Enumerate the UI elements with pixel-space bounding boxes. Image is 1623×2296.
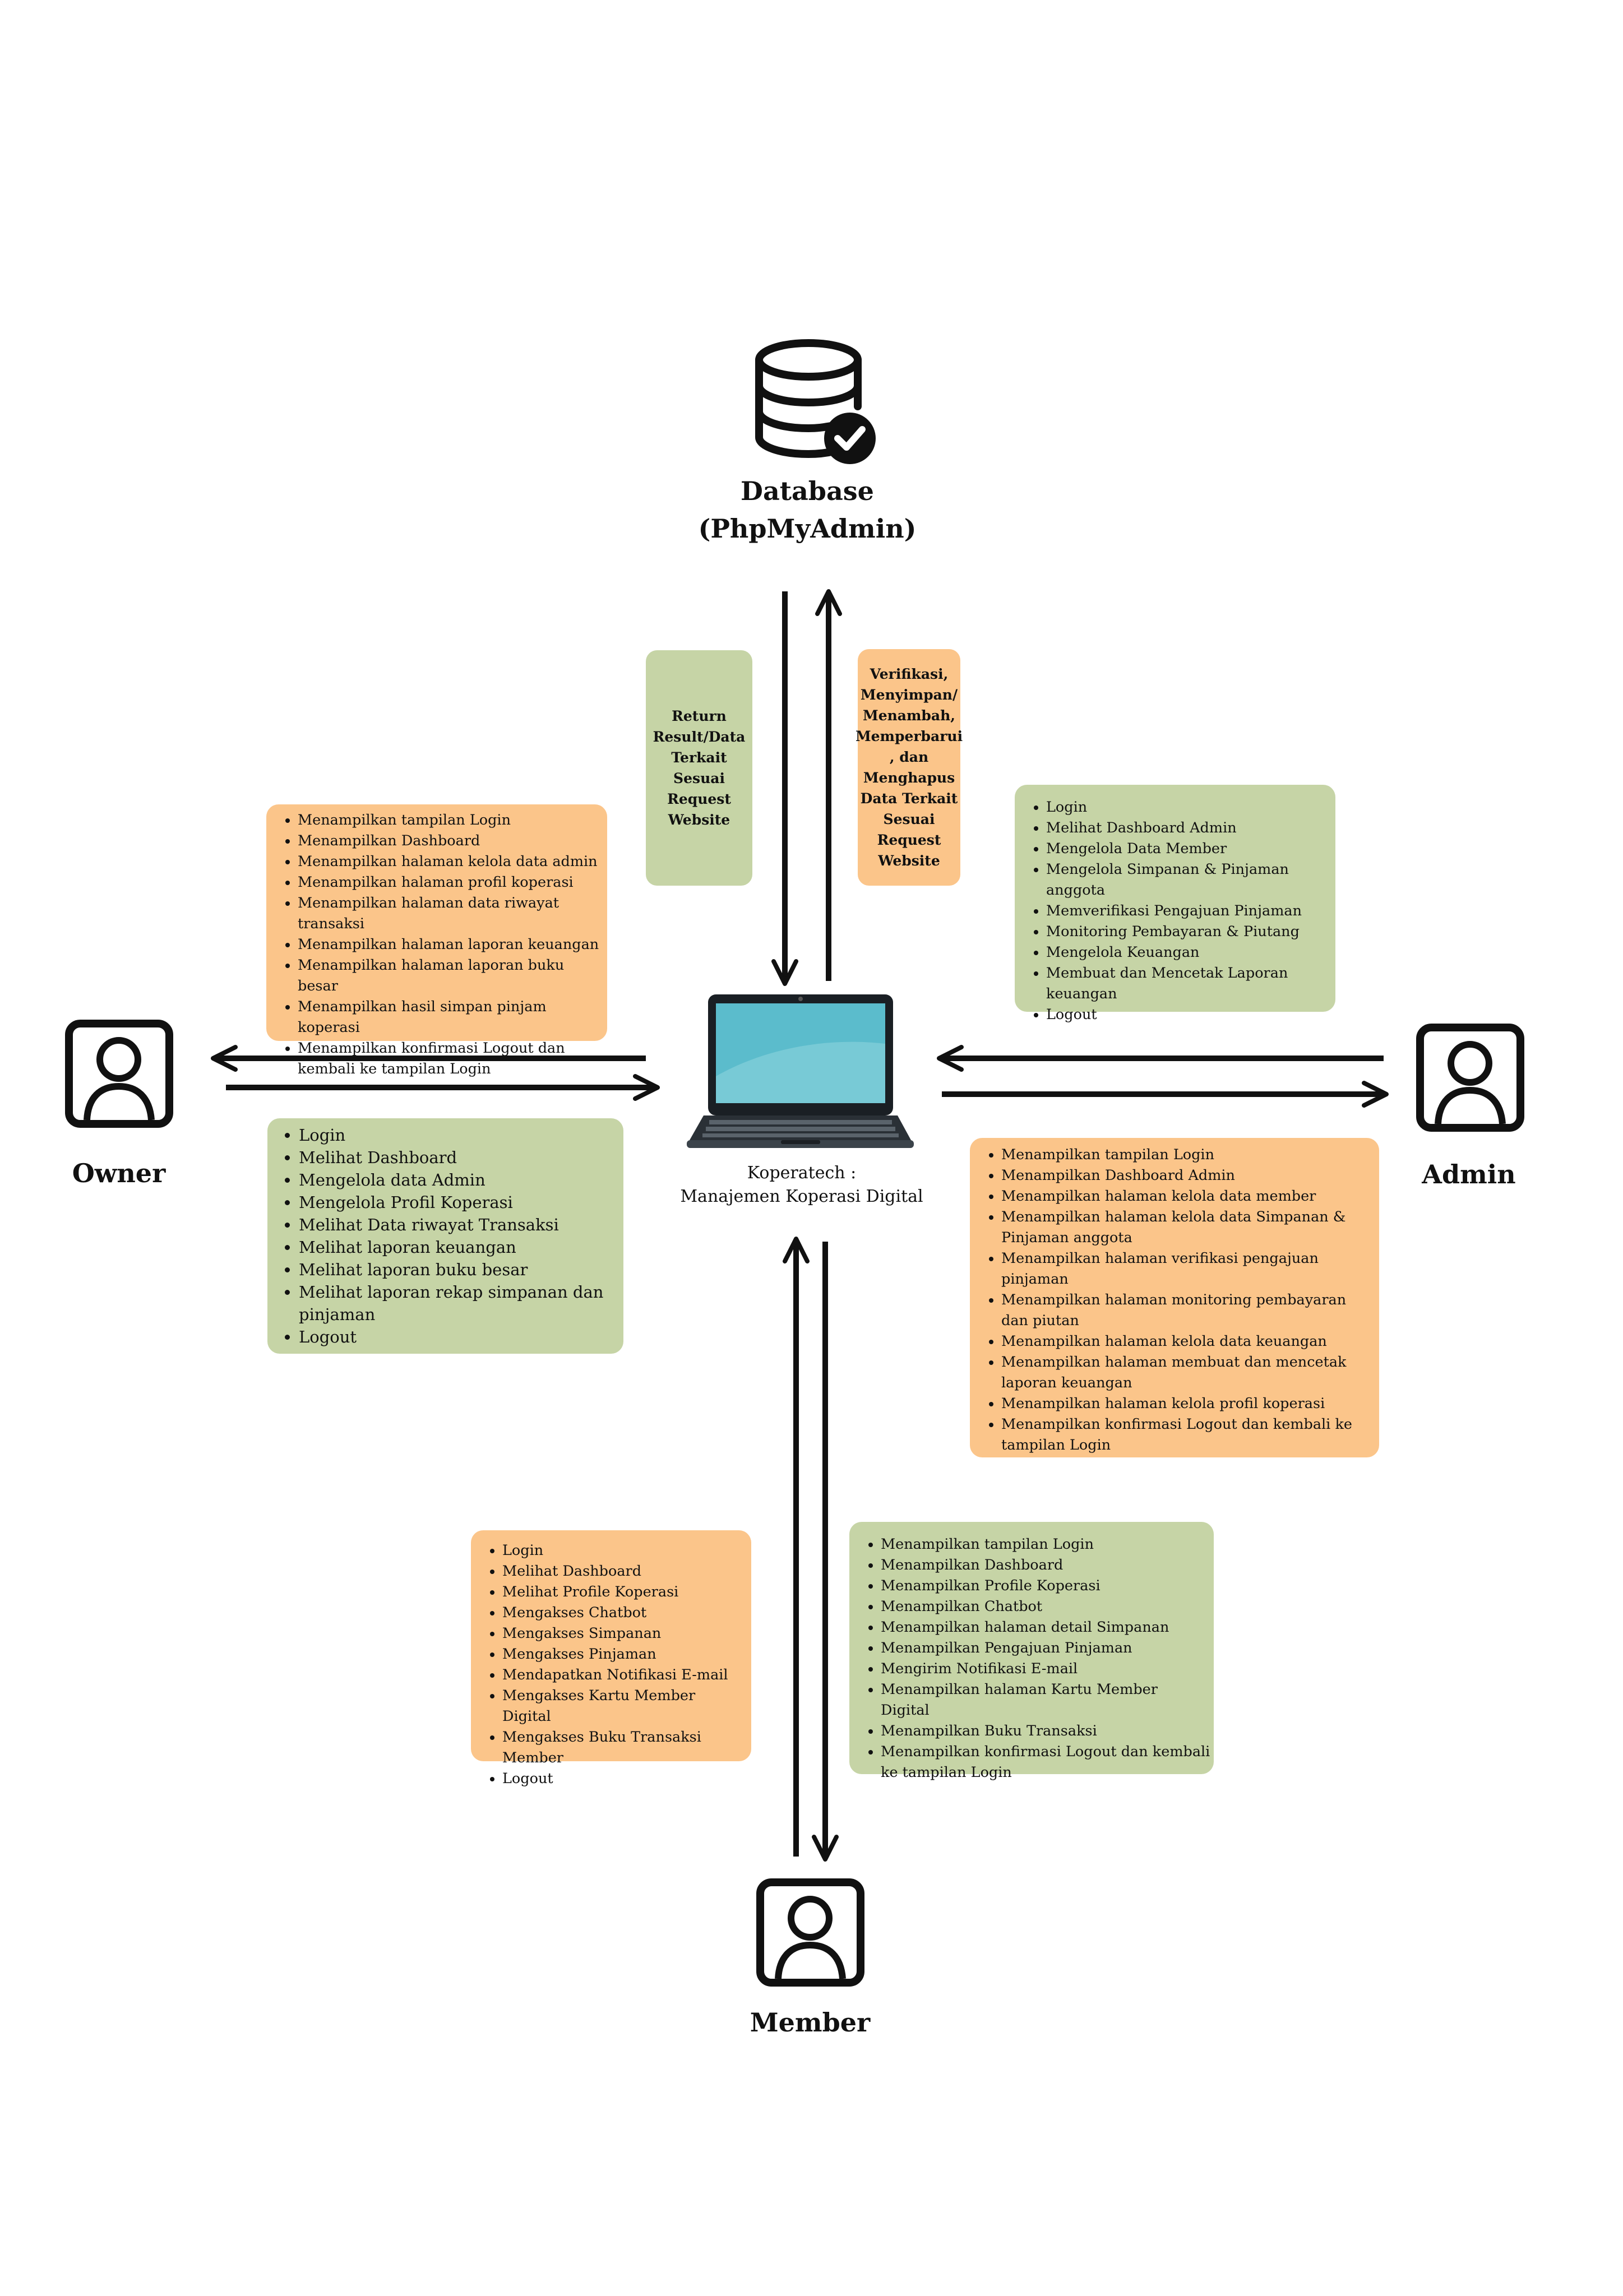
admin-inputs-box: LoginMelihat Dashboard AdminMengelola Da…	[1015, 785, 1335, 1023]
list-item: Menampilkan halaman kelola data admin	[298, 851, 602, 872]
db-return-text: Return Result/Data Terkait Sesuai Reques…	[653, 708, 746, 828]
list-item: Memverifikasi Pengajuan Pinjaman	[1046, 901, 1331, 922]
member-outputs-list: Menampilkan tampilan LoginMenampilkan Da…	[849, 1534, 1210, 1783]
list-item: Menampilkan Profile Koperasi	[881, 1576, 1210, 1596]
list-item: Mengirim Notifikasi E-mail	[881, 1659, 1210, 1679]
list-item: Melihat Data riwayat Transaksi	[299, 1214, 618, 1236]
list-item: Mengakses Buku Transaksi Member	[502, 1727, 748, 1769]
list-item: Login	[502, 1540, 748, 1561]
list-item: Melihat laporan buku besar	[299, 1258, 618, 1281]
list-item: Menampilkan halaman laporan keuangan	[298, 934, 602, 955]
list-item: Menampilkan Pengajuan Pinjaman	[881, 1638, 1210, 1659]
laptop-icon	[687, 994, 914, 1148]
list-item: Melihat Dashboard Admin	[1046, 818, 1331, 839]
member-outputs-box: Menampilkan tampilan LoginMenampilkan Da…	[849, 1522, 1214, 1781]
list-item: Menampilkan halaman monitoring pembayara…	[1001, 1290, 1375, 1331]
db-request-text: Verifikasi, Menyimpan/ Menambah, Memperb…	[855, 666, 963, 869]
system-subtitle: Manajemen Koperasi Digital	[680, 1187, 923, 1206]
list-item: Menampilkan halaman detail Simpanan	[881, 1617, 1210, 1638]
list-item: Mengakses Simpanan	[502, 1623, 748, 1644]
user-icon	[65, 1020, 173, 1128]
owner-outputs-list: Menampilkan tampilan LoginMenampilkan Da…	[266, 810, 602, 1080]
member-label: Member	[750, 2007, 871, 2038]
database-label: Database (PhpMyAdmin)	[639, 473, 975, 547]
list-item: Logout	[502, 1769, 748, 1789]
admin-inputs-list: LoginMelihat Dashboard AdminMengelola Da…	[1015, 797, 1331, 1025]
list-item: Menampilkan Dashboard Admin	[1001, 1165, 1375, 1186]
list-item: Mengelola Profil Koperasi	[299, 1191, 618, 1214]
list-item: Menampilkan halaman profil koperasi	[298, 872, 602, 893]
list-item: Logout	[1046, 1004, 1331, 1025]
list-item: Menampilkan Chatbot	[881, 1596, 1210, 1617]
list-item: Menampilkan Dashboard	[881, 1555, 1210, 1576]
list-item: Menampilkan halaman kelola data Simpanan…	[1001, 1207, 1375, 1248]
list-item: Menampilkan halaman kelola profil kopera…	[1001, 1394, 1375, 1414]
owner-outputs-box: Menampilkan tampilan LoginMenampilkan Da…	[266, 804, 607, 1077]
list-item: Membuat dan Mencetak Laporan keuangan	[1046, 963, 1331, 1004]
database-title: Database	[741, 476, 874, 506]
member-inputs-box: LoginMelihat DashboardMelihat Profile Ko…	[471, 1530, 751, 1787]
list-item: Menampilkan halaman kelola data member	[1001, 1186, 1375, 1207]
list-item: Menampilkan Dashboard	[298, 831, 602, 851]
list-item: Mengakses Kartu Member Digital	[502, 1686, 748, 1727]
list-item: Menampilkan halaman data riwayat transak…	[298, 893, 602, 934]
list-item: Mengelola Simpanan & Pinjaman anggota	[1046, 859, 1331, 901]
system-label: Koperatech : Manajemen Koperasi Digital	[645, 1161, 959, 1209]
list-item: Menampilkan konfirmasi Logout dan kembal…	[298, 1038, 602, 1080]
list-item: Menampilkan konfirmasi Logout dan kembal…	[1001, 1414, 1375, 1456]
list-item: Menampilkan Buku Transaksi	[881, 1721, 1210, 1742]
member-inputs-list: LoginMelihat DashboardMelihat Profile Ko…	[471, 1540, 748, 1789]
db-return-note: Return Result/Data Terkait Sesuai Reques…	[646, 650, 752, 886]
admin-outputs-box: Menampilkan tampilan LoginMenampilkan Da…	[970, 1138, 1379, 1457]
list-item: Melihat Profile Koperasi	[502, 1582, 748, 1603]
list-item: Menampilkan halaman laporan buku besar	[298, 955, 602, 997]
list-item: Menampilkan hasil simpan pinjam koperasi	[298, 997, 602, 1038]
list-item: Mengelola Keuangan	[1046, 942, 1331, 963]
member-node	[756, 1878, 865, 1987]
list-item: Monitoring Pembayaran & Piutang	[1046, 922, 1331, 942]
list-item: Mengakses Chatbot	[502, 1603, 748, 1623]
list-item: Menampilkan tampilan Login	[1001, 1145, 1375, 1165]
list-item: Menampilkan konfirmasi Logout dan kembal…	[881, 1742, 1210, 1783]
list-item: Mengelola data Admin	[299, 1169, 618, 1191]
admin-node	[1416, 1023, 1525, 1132]
list-item: Menampilkan tampilan Login	[881, 1534, 1210, 1555]
list-item: Logout	[299, 1326, 618, 1348]
user-icon	[756, 1878, 864, 1987]
admin-label: Admin	[1422, 1159, 1516, 1189]
list-item: Login	[299, 1124, 618, 1146]
list-item: Mendapatkan Notifikasi E-mail	[502, 1665, 748, 1686]
database-node	[740, 336, 880, 471]
list-item: Menampilkan tampilan Login	[298, 810, 602, 831]
system-node	[687, 992, 914, 1155]
owner-label: Owner	[72, 1158, 166, 1188]
database-subtitle: (PhpMyAdmin)	[698, 513, 917, 544]
list-item: Menampilkan halaman verifikasi pengajuan…	[1001, 1248, 1375, 1290]
owner-inputs-box: LoginMelihat DashboardMengelola data Adm…	[267, 1118, 623, 1354]
list-item: Mengakses Pinjaman	[502, 1644, 748, 1665]
owner-inputs-list: LoginMelihat DashboardMengelola data Adm…	[267, 1124, 618, 1348]
list-item: Menampilkan halaman membuat dan mencetak…	[1001, 1352, 1375, 1394]
list-item: Melihat Dashboard	[299, 1146, 618, 1169]
list-item: Mengelola Data Member	[1046, 839, 1331, 859]
database-check-icon	[755, 339, 876, 464]
list-item: Login	[1046, 797, 1331, 818]
list-item: Melihat Dashboard	[502, 1561, 748, 1582]
list-item: Melihat laporan keuangan	[299, 1236, 618, 1258]
list-item: Menampilkan halaman Kartu Member Digital	[881, 1679, 1210, 1721]
db-request-note: Verifikasi, Menyimpan/ Menambah, Memperb…	[855, 649, 963, 886]
user-icon	[1416, 1024, 1524, 1132]
list-item: Melihat laporan rekap simpanan dan pinja…	[299, 1281, 618, 1326]
admin-outputs-list: Menampilkan tampilan LoginMenampilkan Da…	[970, 1145, 1375, 1456]
system-title: Koperatech :	[747, 1163, 857, 1183]
list-item: Menampilkan halaman kelola data keuangan	[1001, 1331, 1375, 1352]
owner-node	[64, 1019, 174, 1128]
